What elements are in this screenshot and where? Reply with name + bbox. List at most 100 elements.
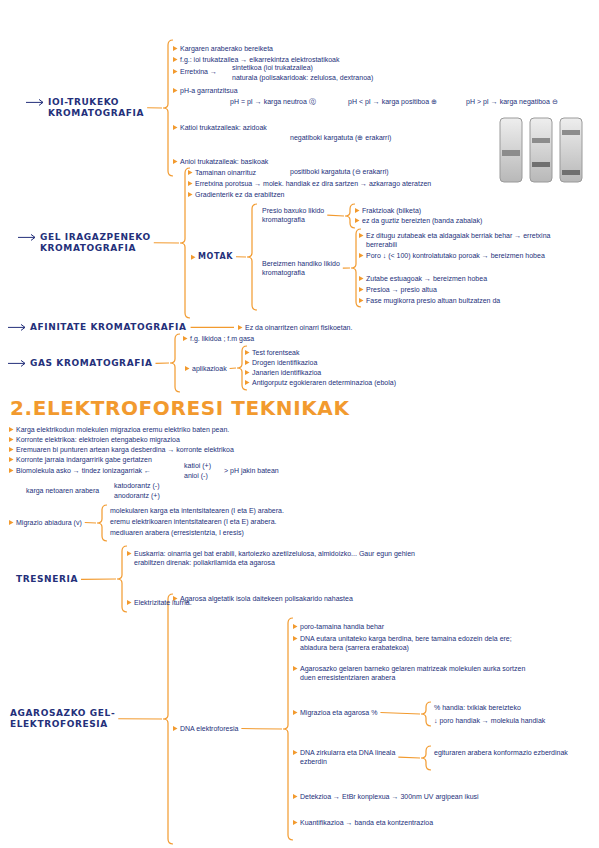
leader-line xyxy=(147,107,162,108)
sub-heading: DNA elektroforesia xyxy=(180,724,280,733)
bullet-triangle xyxy=(359,298,364,303)
bullet-triangle xyxy=(359,276,364,281)
bullet-triangle xyxy=(9,520,14,525)
orange-brace xyxy=(283,618,293,840)
heading-arrow xyxy=(8,324,25,330)
bullet-triangle xyxy=(245,370,250,375)
bullet-triangle xyxy=(293,666,298,671)
note-text: Migrazioa eta agarosa % xyxy=(300,708,415,717)
note-text: Agarosa algetatik isola daitekeen polisa… xyxy=(180,594,480,603)
orange-brace xyxy=(97,505,107,541)
bullet-triangle xyxy=(188,170,193,175)
leader-line xyxy=(327,215,344,217)
note-text: Karga elektrikodun molekulen migrazioa e… xyxy=(16,425,576,434)
note-text: Kargaren araberako bereiketa xyxy=(180,44,500,53)
note-text: poro-tamaina handia behar xyxy=(300,622,500,631)
leader-line xyxy=(81,578,116,579)
orange-brace xyxy=(345,204,355,228)
note-text: Euskarria: oinarria gel bat erabili, kar… xyxy=(134,549,434,567)
note-text: pH = pI → karga neutroa ⓪ xyxy=(230,97,342,106)
bullet-triangle xyxy=(245,360,250,365)
heading-arrow xyxy=(18,234,35,240)
leader-line xyxy=(343,267,350,268)
bullet-triangle xyxy=(127,600,132,605)
column-tube xyxy=(530,118,552,182)
section-heading: GEL IRAGAZPENEKO KROMATOGRAFIA xyxy=(40,232,162,254)
note-text: Fraktzioak (bilketa) xyxy=(362,206,572,215)
note-text: ↓ poro handiak → molekula handiak xyxy=(434,716,584,725)
sub-heading: aplikazioak xyxy=(192,364,238,373)
note-text: Ez da oinarritzen oinarri fisikoetan. xyxy=(245,323,545,332)
bullet-triangle xyxy=(173,88,178,93)
bullet-triangle xyxy=(173,159,178,164)
note-text: negatiboki kargatuta (⊕ erakarri) xyxy=(290,133,490,142)
note-text: f.g.: ioi trukatzailea → elkarrekintza e… xyxy=(180,55,510,64)
orange-brace xyxy=(180,168,190,318)
bullet-triangle xyxy=(293,624,298,629)
note-text: Erretxina → xyxy=(180,67,228,76)
section-heading: IOI-TRUKEKO KROMATOGRAFIA xyxy=(48,97,158,119)
bullet-triangle xyxy=(293,820,298,825)
bullet-triangle xyxy=(183,336,188,341)
bullet-triangle xyxy=(185,366,190,371)
bullet-triangle xyxy=(173,726,178,731)
column-band xyxy=(532,138,550,143)
note-text: Ez ditugu zutabeak eta aldagaiak berriak… xyxy=(366,231,578,249)
note-text: Anioi trukatzaileak: basikoak xyxy=(180,157,440,166)
note-text: f.g. likidoa ; f.m gasa xyxy=(190,334,390,343)
orange-brace xyxy=(117,546,127,612)
bullet-triangle xyxy=(173,46,178,51)
note-text: Zutabe estuagoak → bereizmen hobea xyxy=(366,274,578,283)
note-text: Korronte elektrikoa: elektroien etengabe… xyxy=(16,435,576,444)
section-heading: AFINITATE KROMATOGRAFIA xyxy=(30,322,220,333)
bullet-triangle xyxy=(188,181,193,186)
bullet-triangle xyxy=(188,192,193,197)
note-text: Erretxina porotsua → molek. handiak ez d… xyxy=(195,179,575,188)
bullet-triangle xyxy=(9,427,14,432)
note-text: karga netoaren arabera xyxy=(26,486,116,495)
bullet-triangle xyxy=(355,208,360,213)
note-text: egituraren arabera konformazio ezberdina… xyxy=(434,748,584,757)
note-text: pH < pI → karga positiboa ⊕ xyxy=(348,97,460,106)
leader-line xyxy=(154,242,179,243)
heading-arrow xyxy=(8,360,25,366)
column-tube xyxy=(500,118,522,182)
section-title: 2.ELEKTROFORESI TEKNIKAK xyxy=(10,396,430,420)
bullet-triangle xyxy=(359,233,364,238)
section-heading: TRESNERIA xyxy=(16,574,116,585)
note-text: Kuantifikazioa → banda eta kontzentrazio… xyxy=(300,818,560,827)
sub-heading: MOTAK xyxy=(198,252,246,262)
note-text: sintetikoa (ioi trukatzailea) xyxy=(232,63,452,72)
list-item: Antigorputz egokieraren determinazioa (e… xyxy=(252,378,502,387)
note-text: ez da guztiz bereizten (banda zabalak) xyxy=(362,216,572,225)
bullet-triangle xyxy=(191,255,196,260)
leader-line xyxy=(155,362,169,363)
orange-brace xyxy=(170,334,180,392)
bullet-triangle xyxy=(9,447,14,452)
bullet-triangle xyxy=(127,551,132,556)
note-text: Bereizmen handiko likido kromatografia xyxy=(262,259,346,277)
leader-line xyxy=(85,522,96,524)
heading-arrow xyxy=(26,99,43,105)
bullet-triangle xyxy=(173,57,178,62)
bullet-triangle xyxy=(9,437,14,442)
note-text: anodorantz (+) xyxy=(114,491,194,500)
bullet-triangle xyxy=(293,636,298,641)
note-text: mediuaren arabera (erresistentzia, I ere… xyxy=(110,528,530,537)
note-text: pH > pI → karga negatiboa ⊖ xyxy=(466,97,586,106)
note-text: Korronte jarraia indargarririk gabe gert… xyxy=(16,455,576,464)
note-text: naturala (polisakaridoak: zelulosa, dext… xyxy=(232,73,472,82)
orange-brace xyxy=(421,702,431,726)
note-text: Fase mugikorra presio altuan bultzatzen … xyxy=(366,296,578,305)
note-text: Migrazio abiadura (v) xyxy=(16,518,100,527)
column-band xyxy=(562,130,580,135)
bullet-triangle xyxy=(359,287,364,292)
section-heading: AGAROSAZKO GEL-ELEKTROFORESIA xyxy=(10,708,132,730)
list-item: Test forentseak xyxy=(252,348,502,357)
note-text: Tamainan oinarrituz xyxy=(195,168,495,177)
bullet-triangle xyxy=(245,380,250,385)
leader-line xyxy=(230,367,236,369)
note-text: pH-a garrantzitsua xyxy=(180,86,300,95)
note-text: > pH jakin batean xyxy=(224,466,354,475)
